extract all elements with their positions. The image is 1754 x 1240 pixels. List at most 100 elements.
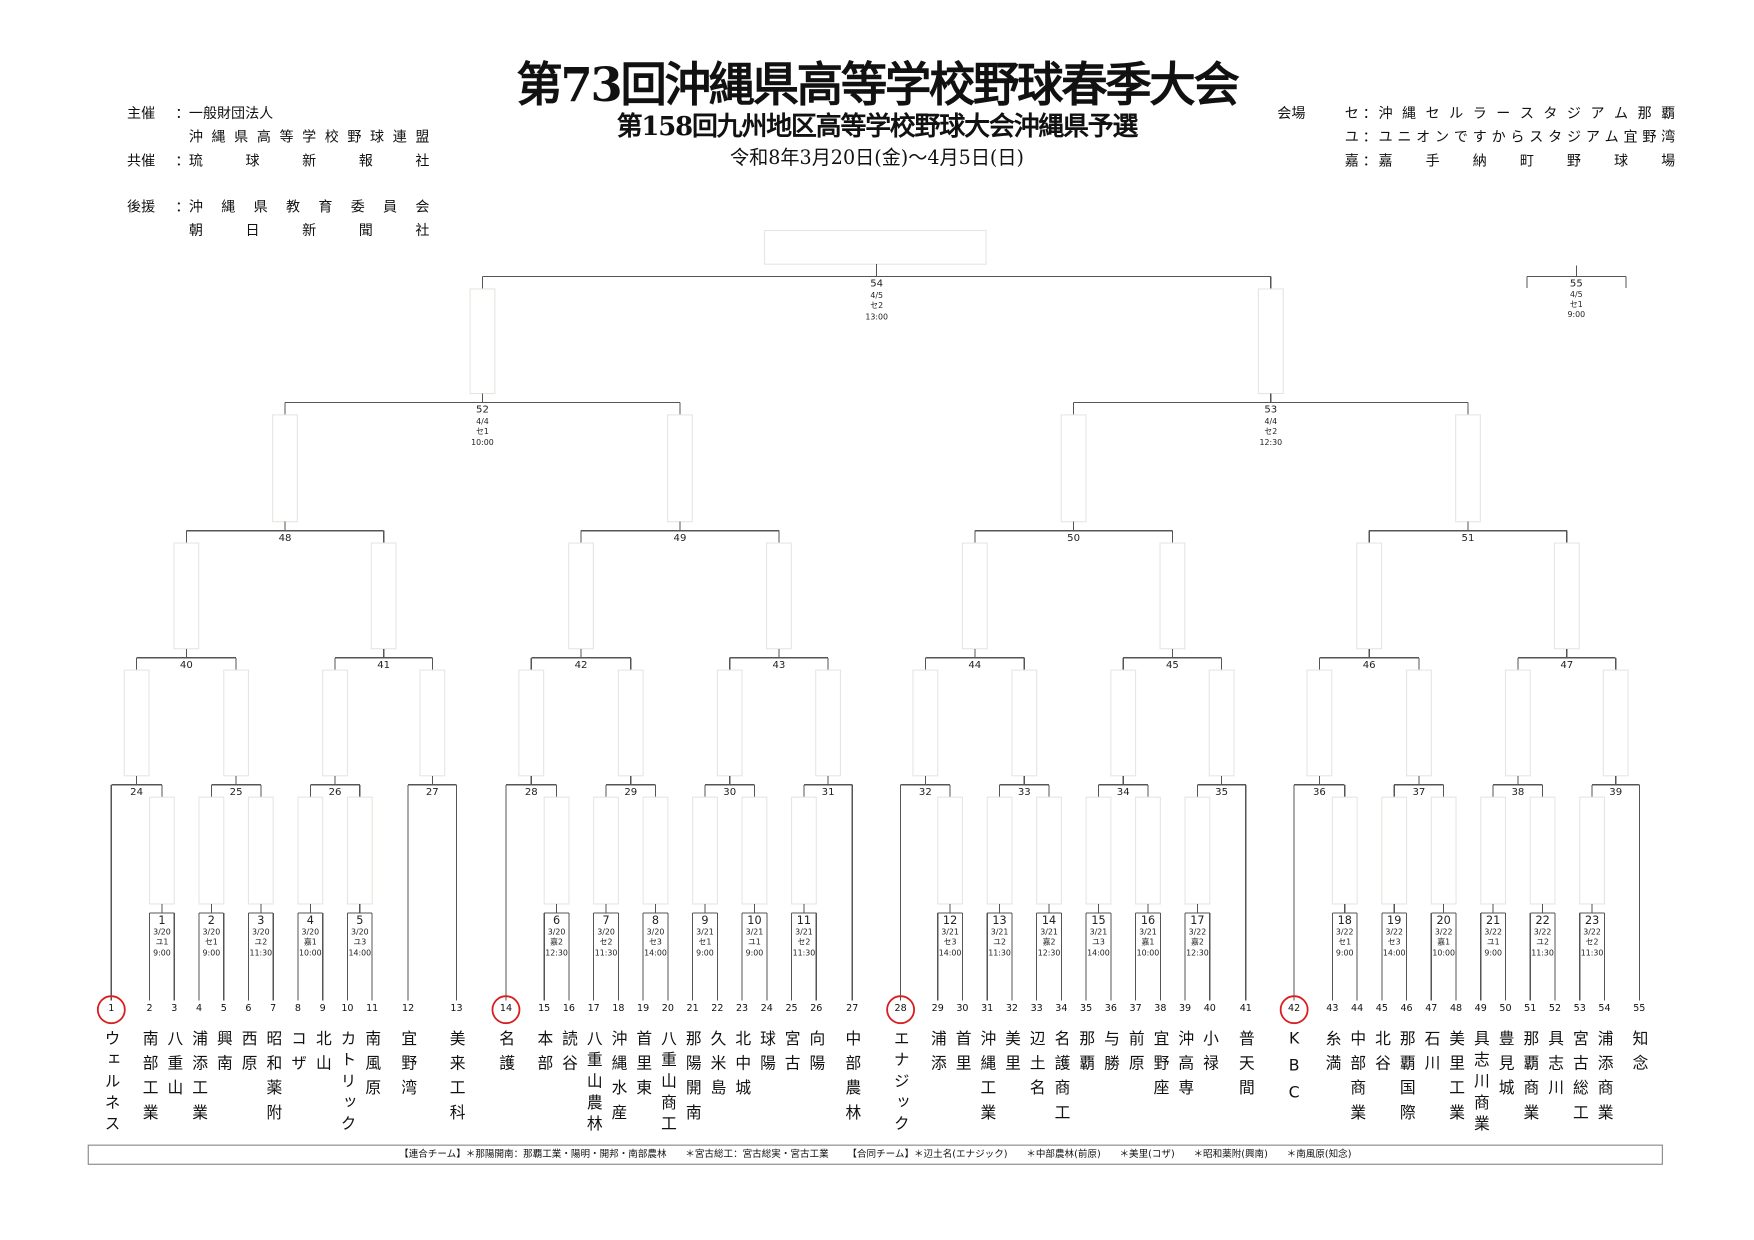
colon: ： (1362, 128, 1377, 146)
result-box (419, 669, 446, 777)
team-name: 美里工業 (1447, 1029, 1466, 1129)
team-number: 18 (612, 1002, 625, 1015)
result-box (1159, 542, 1186, 650)
team-name: 中部商業 (1348, 1029, 1367, 1129)
match-number: 32 (919, 787, 932, 798)
match-date: 4/4 (1264, 417, 1277, 426)
match-date: 3/22 (1484, 927, 1502, 936)
team-name: ウェルネス (102, 1029, 121, 1137)
match-number: 11 (797, 914, 811, 927)
team-number: 53 (1573, 1002, 1586, 1015)
team-number: 29 (931, 1002, 944, 1015)
result-box (1455, 414, 1481, 523)
team-number: 37 (1129, 1002, 1142, 1015)
match-number: 47 (1560, 660, 1573, 671)
match-date: 3/20 (301, 927, 319, 936)
team-number: 45 (1375, 1002, 1388, 1015)
tournament-subtitle: 第158回九州地区高等学校野球大会沖縄県予選 (616, 111, 1139, 142)
seed-circle (886, 995, 916, 1025)
result-box (1257, 288, 1284, 395)
match-date: 3/20 (252, 927, 270, 936)
result-box (543, 796, 570, 905)
host-label: 主催 (127, 104, 156, 122)
result-box (1135, 796, 1161, 905)
team-number: 34 (1055, 1002, 1068, 1015)
match-time: 9:00 (746, 949, 764, 958)
match-number: 55 (1570, 279, 1583, 290)
team-name: 美来工科 (447, 1029, 466, 1129)
team-number: 15 (538, 1002, 551, 1015)
match-number: 54 (870, 279, 883, 290)
note: ＊宮古総工：宮古総実・宮古工業 (685, 1149, 829, 1161)
venue-name: 嘉手納町野球場 (1378, 151, 1676, 169)
team-name: 名護 (496, 1029, 515, 1080)
result-box (765, 542, 792, 650)
match-number: 49 (674, 533, 687, 544)
match-date: 3/22 (1534, 927, 1552, 936)
match-time: 11:30 (250, 949, 273, 958)
match-number: 18 (1338, 914, 1352, 927)
note: ＊中部農林(前原) (1026, 1149, 1101, 1161)
match-number: 26 (329, 787, 342, 798)
match-venue: セ1 (1338, 937, 1351, 946)
match-date: 3/20 (597, 927, 615, 936)
team-number: 35 (1080, 1002, 1093, 1015)
match-time: 11:30 (1531, 949, 1554, 958)
team-name: 浦添工業 (190, 1029, 209, 1129)
note: 【連合チーム】＊那陽開南：那覇工業・陽明・開邦・南部農林 (399, 1149, 667, 1161)
match-date: 3/20 (153, 927, 171, 936)
team-name: 那陽開南 (683, 1029, 702, 1129)
team-number: 10 (341, 1002, 354, 1015)
team-number: 4 (195, 1002, 203, 1015)
team-name: 浦添 (928, 1029, 947, 1080)
team-name: 具志川商業 (1471, 1029, 1490, 1137)
host-line2: 沖縄県高等学校野球連盟 (188, 128, 430, 146)
result-box (815, 669, 842, 777)
tournament-title: 第73回沖縄県高等学校野球春季大会 (516, 57, 1239, 113)
team-name: 小禄 (1200, 1029, 1219, 1080)
team-number: 40 (1203, 1002, 1216, 1015)
team-name: 沖縄工業 (978, 1029, 997, 1129)
match-date: 3/22 (1583, 927, 1601, 936)
team-number: 5 (220, 1002, 227, 1015)
match-venue: ユ1 (748, 937, 761, 946)
match-number: 30 (723, 787, 736, 798)
result-box (1208, 669, 1235, 777)
match-number: 8 (652, 914, 659, 927)
match-number: 42 (575, 660, 588, 671)
result-box (617, 669, 644, 777)
team-number: 3 (171, 1002, 178, 1015)
result-box (1406, 669, 1432, 777)
team-name: 豊見城 (1496, 1029, 1515, 1105)
match-time: 11:30 (1581, 949, 1604, 958)
match-number: 36 (1313, 787, 1326, 798)
team-name: 宮古 (782, 1029, 801, 1080)
match-number: 53 (1264, 405, 1277, 416)
match-date: 3/21 (1090, 927, 1108, 936)
tournament-dates: 令和8年3月20日(金)～4月5日(日) (730, 147, 1024, 170)
match-venue: ユ2 (254, 937, 267, 946)
match-venue: ユ1 (155, 937, 168, 946)
result-box (370, 542, 397, 650)
colon: ： (1362, 104, 1377, 122)
match-venue: セ2 (1586, 937, 1599, 946)
match-time: 12:30 (545, 949, 568, 958)
match-number: 1 (158, 914, 165, 927)
match-number: 38 (1511, 787, 1524, 798)
team-number: 14 (499, 1002, 513, 1015)
result-box (593, 796, 619, 905)
result-box (1356, 542, 1383, 650)
team-name: 久米島 (708, 1029, 727, 1105)
team-name: 美里 (1002, 1029, 1021, 1080)
team-name: 八重山 (165, 1029, 184, 1105)
team-name: 糸満 (1323, 1029, 1342, 1080)
match-number: 33 (1018, 787, 1031, 798)
match-venue: セ3 (649, 937, 662, 946)
match-time: 14:00 (644, 949, 667, 958)
result-box (469, 288, 496, 395)
result-box (346, 796, 373, 905)
match-venue: 嘉2 (1191, 936, 1204, 946)
match-venue: 嘉2 (1043, 936, 1056, 946)
team-name: 前原 (1126, 1029, 1145, 1080)
